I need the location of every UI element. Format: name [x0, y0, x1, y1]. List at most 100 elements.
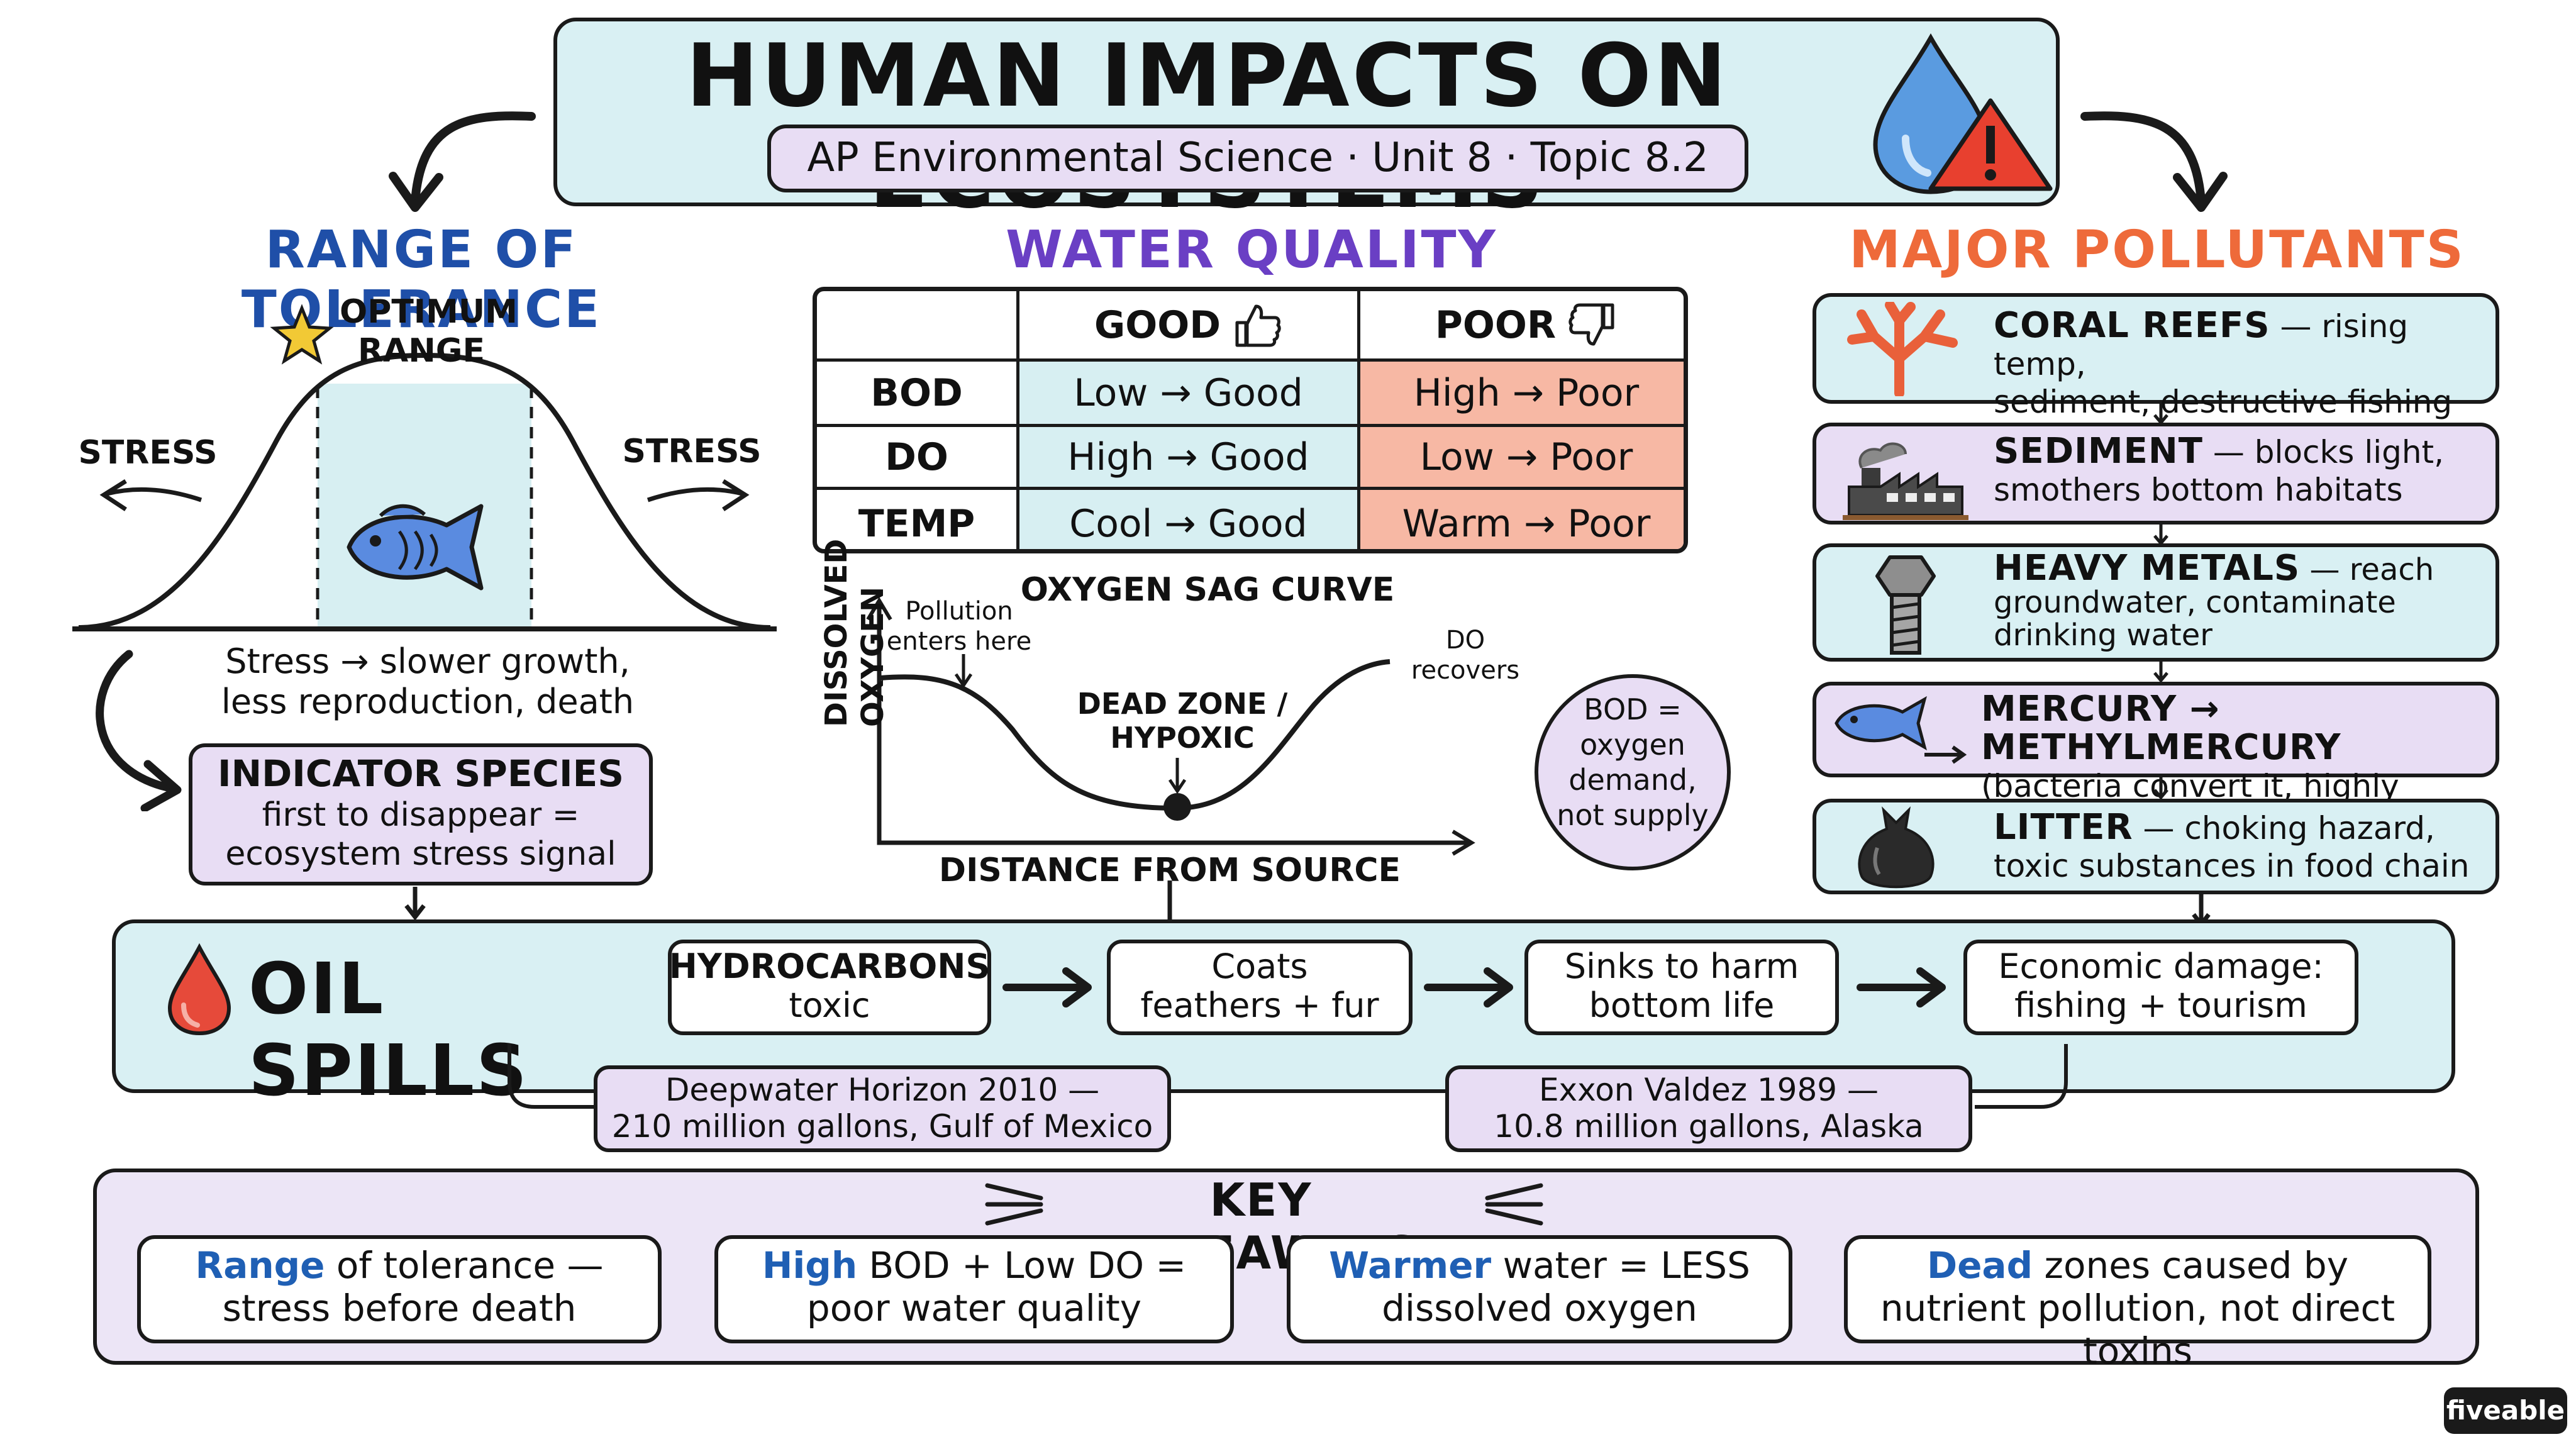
takeaway-2-text: High BOD + Low DO = poor water quality — [714, 1244, 1234, 1330]
pollutant-metals-text: HEAVY METALS — reach groundwater, contam… — [1994, 551, 2497, 653]
deepwater-horizon-text: Deepwater Horizon 2010 — 210 million gal… — [594, 1072, 1171, 1145]
exxon-line1: Exxon Valdez 1989 — — [1538, 1072, 1879, 1108]
takeaway-3-box — [1287, 1235, 1792, 1343]
tolerance-curve — [72, 304, 777, 631]
col-good-label: GOOD — [1094, 303, 1221, 347]
takeaway-1-text: Range of tolerance — stress before death — [137, 1244, 662, 1330]
row-param-bod: BOD — [817, 362, 1019, 427]
indicator-line1: first to disappear = — [262, 796, 580, 834]
oil-step-4-line2: fishing + tourism — [2014, 985, 2307, 1025]
deepwater-line2: 210 million gallons, Gulf of Mexico — [611, 1108, 1153, 1145]
connector-line — [1167, 880, 1172, 922]
oil-step-3-line1: Sinks to harm — [1564, 947, 1799, 986]
curved-arrow-left — [389, 111, 536, 212]
subtitle-pill — [767, 125, 1748, 192]
stress-right-label: STRESS — [622, 433, 762, 470]
water-warning-icon — [1873, 33, 2053, 194]
pollutant-litter-text: LITTER — choking hazard, toxic substance… — [1994, 809, 2497, 885]
col-header-good: GOOD — [1019, 291, 1360, 362]
stress-effects-line2: less reproduction, death — [221, 682, 635, 721]
pollution-label-1: Pollution — [905, 597, 1013, 626]
pollutant-mercury-box — [1813, 682, 2499, 777]
pollutants-heading: MAJOR POLLUTANTS — [1849, 220, 2465, 280]
takeaway-4-text: Dead zones caused by nutrient pollution,… — [1844, 1244, 2431, 1372]
takeaway-3-line2: dissolved oxygen — [1382, 1287, 1697, 1330]
pollutant-litter-line2: toxic substances in food chain — [1994, 848, 2470, 884]
cell-do-poor: Low → Poor — [1360, 427, 1684, 490]
burst-lines-right-icon — [1485, 1183, 1543, 1226]
fish-icon — [1835, 696, 1967, 764]
bod-callout-circle — [1535, 674, 1731, 870]
bod-callout-3: demand, — [1568, 763, 1697, 797]
takeaway-1-key: Range — [195, 1244, 325, 1287]
cell-bod-good: Low → Good — [1019, 362, 1360, 427]
takeaway-2-rest: BOD + Low DO = — [857, 1244, 1187, 1287]
brand-label: fiveable — [2446, 1395, 2565, 1426]
arrow-right-icon — [1002, 967, 1092, 1008]
water-quality-heading: WATER QUALITY — [1006, 220, 1497, 280]
row-param-temp: TEMP — [817, 490, 1019, 549]
pollutant-metals-box — [1813, 543, 2499, 662]
takeaway-1-box — [137, 1235, 662, 1343]
do-recovers-1: DO — [1445, 626, 1485, 655]
cell-do-good: High → Good — [1019, 427, 1360, 490]
bolt-icon — [1875, 555, 1936, 655]
pollutant-metals-line3: drinking water — [1994, 618, 2212, 653]
dead-zone-label-2: HYPOXIC — [1110, 721, 1255, 755]
row-param-do: DO — [817, 427, 1019, 490]
pollutant-sediment-line1: — blocks light, — [2202, 434, 2445, 470]
oil-step-2-line1: Coats — [1211, 947, 1308, 986]
oil-step-1-line1: HYDROCARBONS — [669, 947, 991, 986]
col-poor-label: POOR — [1435, 303, 1557, 347]
optimum-label: OPTIMUM — [340, 293, 518, 331]
sag-ylabel-1: DISSOLVED — [819, 538, 854, 727]
do-recovers-2: recovers — [1411, 656, 1520, 685]
exxon-valdez-box — [1445, 1065, 1972, 1152]
oil-step-1-line2: toxic — [789, 985, 870, 1025]
indicator-line2: ecosystem stress signal — [225, 835, 616, 873]
arrow-down-icon — [404, 887, 426, 921]
takeaway-4-key: Dead — [1926, 1244, 2033, 1287]
indicator-title: INDICATOR SPECIES — [218, 752, 624, 795]
oil-step-1-text: HYDROCARBONS toxic — [668, 947, 991, 1025]
dead-zone-label-1: DEAD ZONE / — [1077, 687, 1288, 721]
pollutant-sediment-line2: smothers bottom habitats — [1994, 472, 2403, 508]
burst-lines-left-icon — [985, 1183, 1043, 1226]
thumbs-down-icon — [1568, 303, 1614, 345]
cell-temp-poor: Warm → Poor — [1360, 490, 1684, 549]
pollutant-metals-line1: — reach — [2300, 552, 2434, 587]
stress-left-label: STRESS — [78, 434, 218, 472]
cell-bod-poor: High → Poor — [1360, 362, 1684, 427]
arrow-right-icon — [1857, 967, 1946, 1008]
fish-icon — [347, 504, 484, 591]
oil-step-3-line2: bottom life — [1589, 985, 1775, 1025]
bod-callout-4: not supply — [1557, 798, 1709, 832]
sag-curve-title: OXYGEN SAG CURVE — [1020, 571, 1395, 609]
oil-spills-heading: OIL SPILLS — [248, 948, 529, 1112]
oil-step-2-line2: feathers + fur — [1140, 985, 1379, 1025]
pollutant-metals-name: HEAVY METALS — [1994, 548, 2301, 589]
oil-step-4-text: Economic damage: fishing + tourism — [1963, 947, 2358, 1025]
table-corner — [817, 291, 1019, 362]
pollutant-connectors — [2153, 404, 2168, 800]
oil-step-2-text: Coats feathers + fur — [1107, 947, 1413, 1025]
curved-arrow-down-right — [96, 650, 182, 811]
deepwater-horizon-box — [594, 1065, 1171, 1152]
range-label: RANGE — [357, 332, 485, 370]
exxon-valdez-text: Exxon Valdez 1989 — 10.8 million gallons… — [1445, 1072, 1972, 1145]
oil-step-1-box — [668, 940, 991, 1035]
stress-effects-line1: Stress → slower growth, — [225, 641, 630, 681]
page-subtitle: AP Environmental Science · Unit 8 · Topi… — [807, 135, 1709, 181]
bod-callout-2: oxygen — [1580, 728, 1685, 762]
pollution-label-2: enters here — [886, 627, 1032, 656]
exxon-line2: 10.8 million gallons, Alaska — [1494, 1108, 1924, 1145]
takeaway-2-line2: poor water quality — [806, 1287, 1142, 1330]
takeaway-1-rest: of tolerance — — [325, 1244, 604, 1287]
pollutant-mercury-name: MERCURY → METHYLMERCURY — [1981, 689, 2341, 768]
takeaway-3-rest: water = LESS — [1491, 1244, 1750, 1287]
brand-badge — [2444, 1387, 2567, 1434]
indicator-species-box — [189, 743, 653, 886]
takeaway-3-key: Warmer — [1329, 1244, 1492, 1287]
takeaway-4-rest: zones caused by — [2033, 1244, 2349, 1287]
pollutant-coral-line1: — rising temp, — [1994, 308, 2409, 382]
